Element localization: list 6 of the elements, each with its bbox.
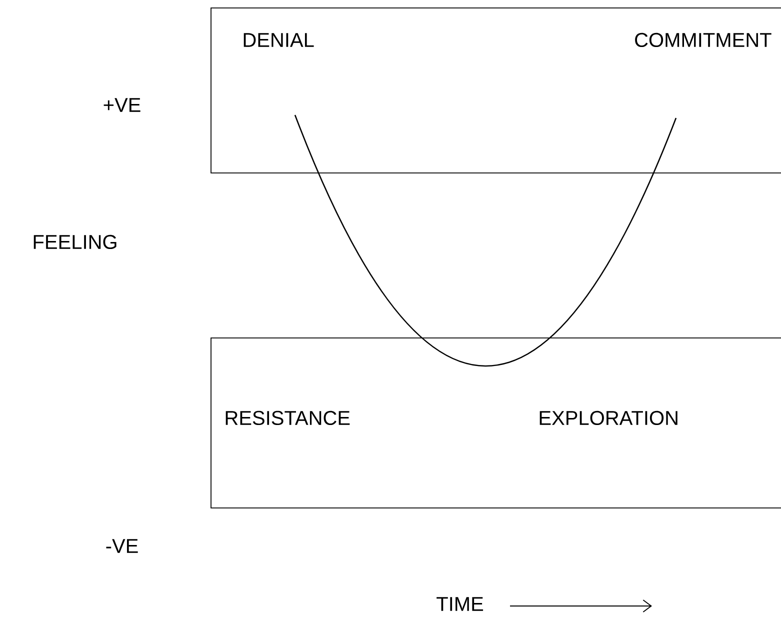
band: DENIAL COMMITMENT: [210, 8, 781, 174]
axis-label: -VE: [106, 539, 138, 553]
axis-label: +VE: [104, 98, 140, 112]
axis-label: TIME: [436, 597, 484, 611]
band: RESISTANCE EXPLORATION: [210, 338, 781, 508]
axis-label: FEELING: [34, 234, 116, 250]
